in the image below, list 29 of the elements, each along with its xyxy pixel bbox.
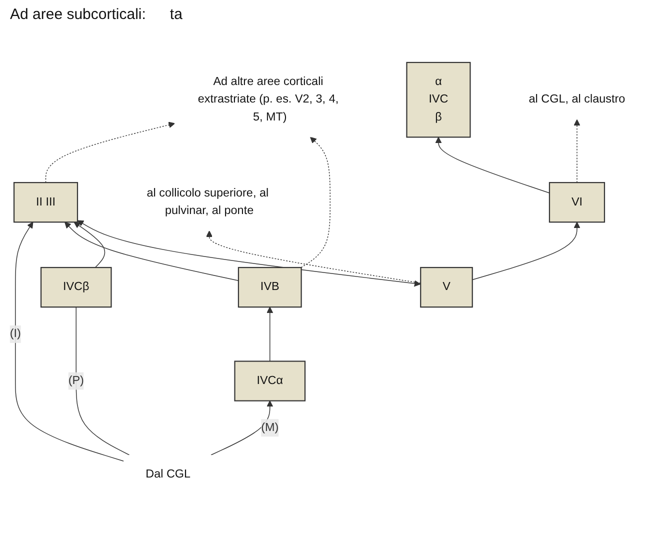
node-text: Dal CGL (146, 468, 191, 481)
node-box: VI (548, 182, 606, 223)
arrow (574, 119, 580, 183)
arrow (210, 400, 274, 456)
arrow (15, 222, 124, 462)
edge-label: (P) (68, 374, 84, 387)
arrow (74, 222, 106, 268)
arrow (77, 220, 421, 287)
edge-label: (I) (10, 328, 21, 340)
node-box: IVCβ (40, 266, 112, 308)
arrow (45, 122, 175, 183)
node-box: II III (13, 182, 78, 223)
note-text: ta (170, 6, 182, 23)
arrow (206, 230, 421, 284)
arrow (435, 136, 550, 194)
edge-label: (M) (261, 421, 279, 434)
arrow (64, 222, 239, 281)
connector (76, 306, 130, 456)
node-text: Ad altre aree corticali extrastriate (p. es. V2, 3, 4, 5, MT) (198, 76, 339, 124)
node-box: IVCα (234, 360, 306, 402)
node-text: al collicolo superiore, al pulvinar, al ponte (146, 186, 269, 217)
note-text: Ad aree subcorticali: (10, 6, 146, 23)
arrow (300, 136, 330, 268)
node-text: al CGL, al claustro (528, 93, 626, 106)
arrow (472, 222, 580, 280)
node-box: IVB (238, 266, 302, 308)
node-box: α IVC β (406, 62, 471, 138)
node-box: V (420, 266, 473, 308)
arrow (266, 306, 274, 362)
